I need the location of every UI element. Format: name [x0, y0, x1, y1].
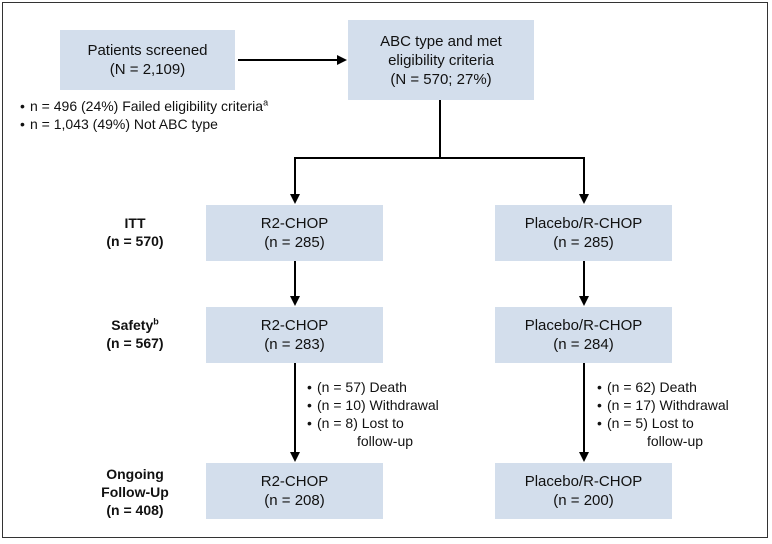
- eligible-box: ABC type and met eligibility criteria (N…: [348, 20, 534, 100]
- arm1-followup-box: R2-CHOP (n = 208): [206, 463, 383, 519]
- stage-label-itt: ITT (n = 570): [106, 215, 164, 249]
- exclusion-item: •n = 1,043 (49%) Not ABC type: [20, 116, 218, 132]
- exclusion-item: •n = 496 (24%) Failed eligibility criter…: [20, 97, 269, 114]
- attrition-item: •(n = 5) Lost to: [597, 415, 694, 431]
- figure-frame: [2, 2, 768, 538]
- attrition-item: •(n = 62) Death: [597, 379, 697, 395]
- arm2-itt-box: Placebo/R-CHOP (n = 285): [495, 205, 672, 261]
- eligible-line1: ABC type and met: [380, 32, 502, 50]
- screened-count: (N = 2,109): [109, 61, 186, 78]
- arm1-attrition-notes: •(n = 57) Death •(n = 10) Withdrawal •(n…: [307, 378, 439, 450]
- eligible-count: (N = 570; 27%): [390, 70, 492, 88]
- arm2-safety-box: Placebo/R-CHOP (n = 284): [495, 307, 672, 363]
- attrition-item-continued: follow-up: [357, 433, 414, 449]
- stage-label-followup: Ongoing Follow-Up (n = 408): [101, 466, 169, 518]
- eligible-line2: eligibility criteria: [388, 51, 494, 69]
- attrition-item: •(n = 57) Death: [307, 379, 407, 395]
- stage-label-safety: Safetyb (n = 567): [106, 316, 164, 351]
- arm1-itt-box: R2-CHOP (n = 285): [206, 205, 383, 261]
- attrition-item: •(n = 8) Lost to: [307, 415, 404, 431]
- attrition-item: •(n = 10) Withdrawal: [307, 397, 439, 413]
- attrition-item-continued: follow-up: [647, 433, 704, 449]
- arm2-followup-box: Placebo/R-CHOP (n = 200): [495, 463, 672, 519]
- split-connector: [295, 100, 441, 159]
- attrition-item: •(n = 17) Withdrawal: [597, 397, 729, 413]
- exclusion-notes: •n = 496 (24%) Failed eligibility criter…: [20, 97, 268, 133]
- arm2-attrition-notes: •(n = 62) Death •(n = 17) Withdrawal •(n…: [597, 378, 729, 450]
- screened-box: Patients screened (N = 2,109): [60, 30, 235, 90]
- arm1-safety-box: R2-CHOP (n = 283): [206, 307, 383, 363]
- screened-title: Patients screened: [87, 42, 208, 59]
